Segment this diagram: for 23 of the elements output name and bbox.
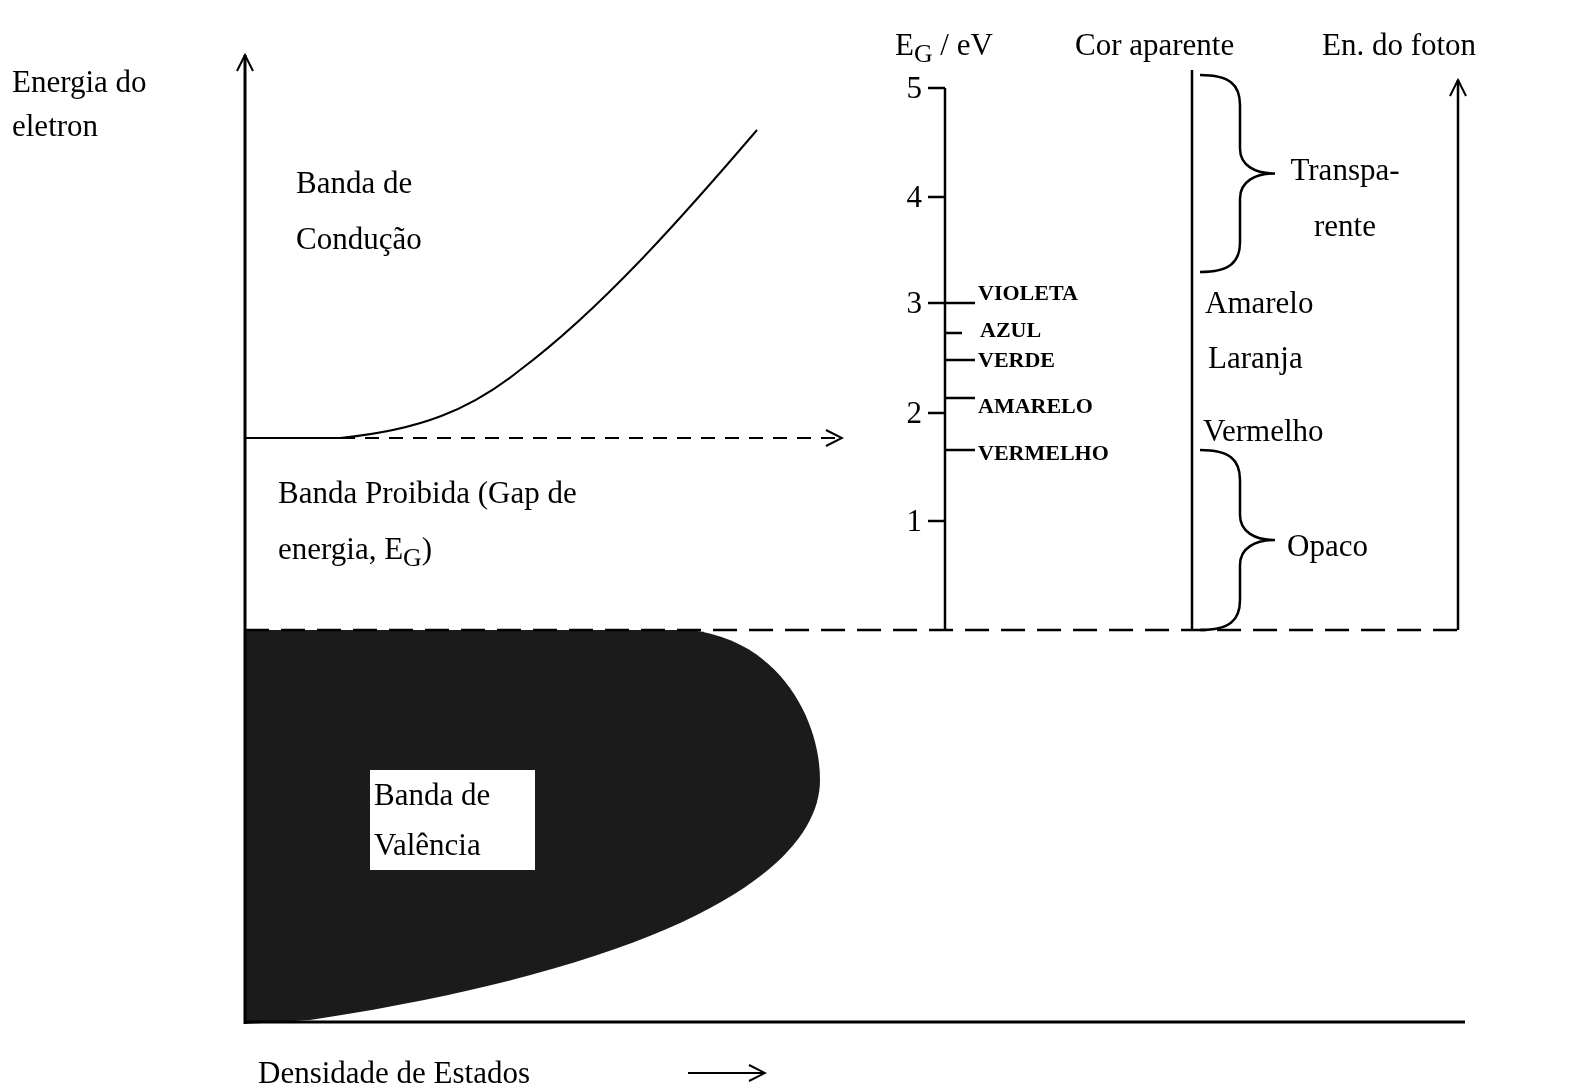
band-label: Banda Proibida (Gap de energia, E$_{G}$) <box>278 474 578 575</box>
tick-label: 5 <box>905 69 922 107</box>
tick-label: 1 <box>905 502 922 540</box>
axis-title: Cor aparente <box>1075 26 1236 64</box>
color-label: AZUL <box>980 317 1042 343</box>
axis-title: Densidade de Estados <box>258 1054 531 1090</box>
axis-title: En. do foton <box>1322 26 1478 64</box>
region-label: Transpa- rente <box>1289 151 1401 245</box>
tick-label: 2 <box>905 394 922 432</box>
region-label: Opaco <box>1287 527 1368 565</box>
axis-title: E$_{G}$ / eV <box>895 26 994 71</box>
color-label: Laranja <box>1208 339 1303 377</box>
color-label: VERDE <box>978 347 1055 373</box>
color-label: VIOLETA <box>978 280 1078 306</box>
color-label: AMARELO <box>978 393 1093 419</box>
color-label: VERMELHO <box>978 440 1109 466</box>
axis-title: Energia do eletron <box>12 63 148 145</box>
tick-label: 3 <box>905 284 922 322</box>
band-label: Banda de Condução <box>296 164 423 258</box>
tick-label: 4 <box>905 178 922 216</box>
color-label: Amarelo <box>1205 284 1314 322</box>
band-label-box: Banda de Valência <box>370 770 535 870</box>
color-label: Vermelho <box>1203 412 1324 450</box>
